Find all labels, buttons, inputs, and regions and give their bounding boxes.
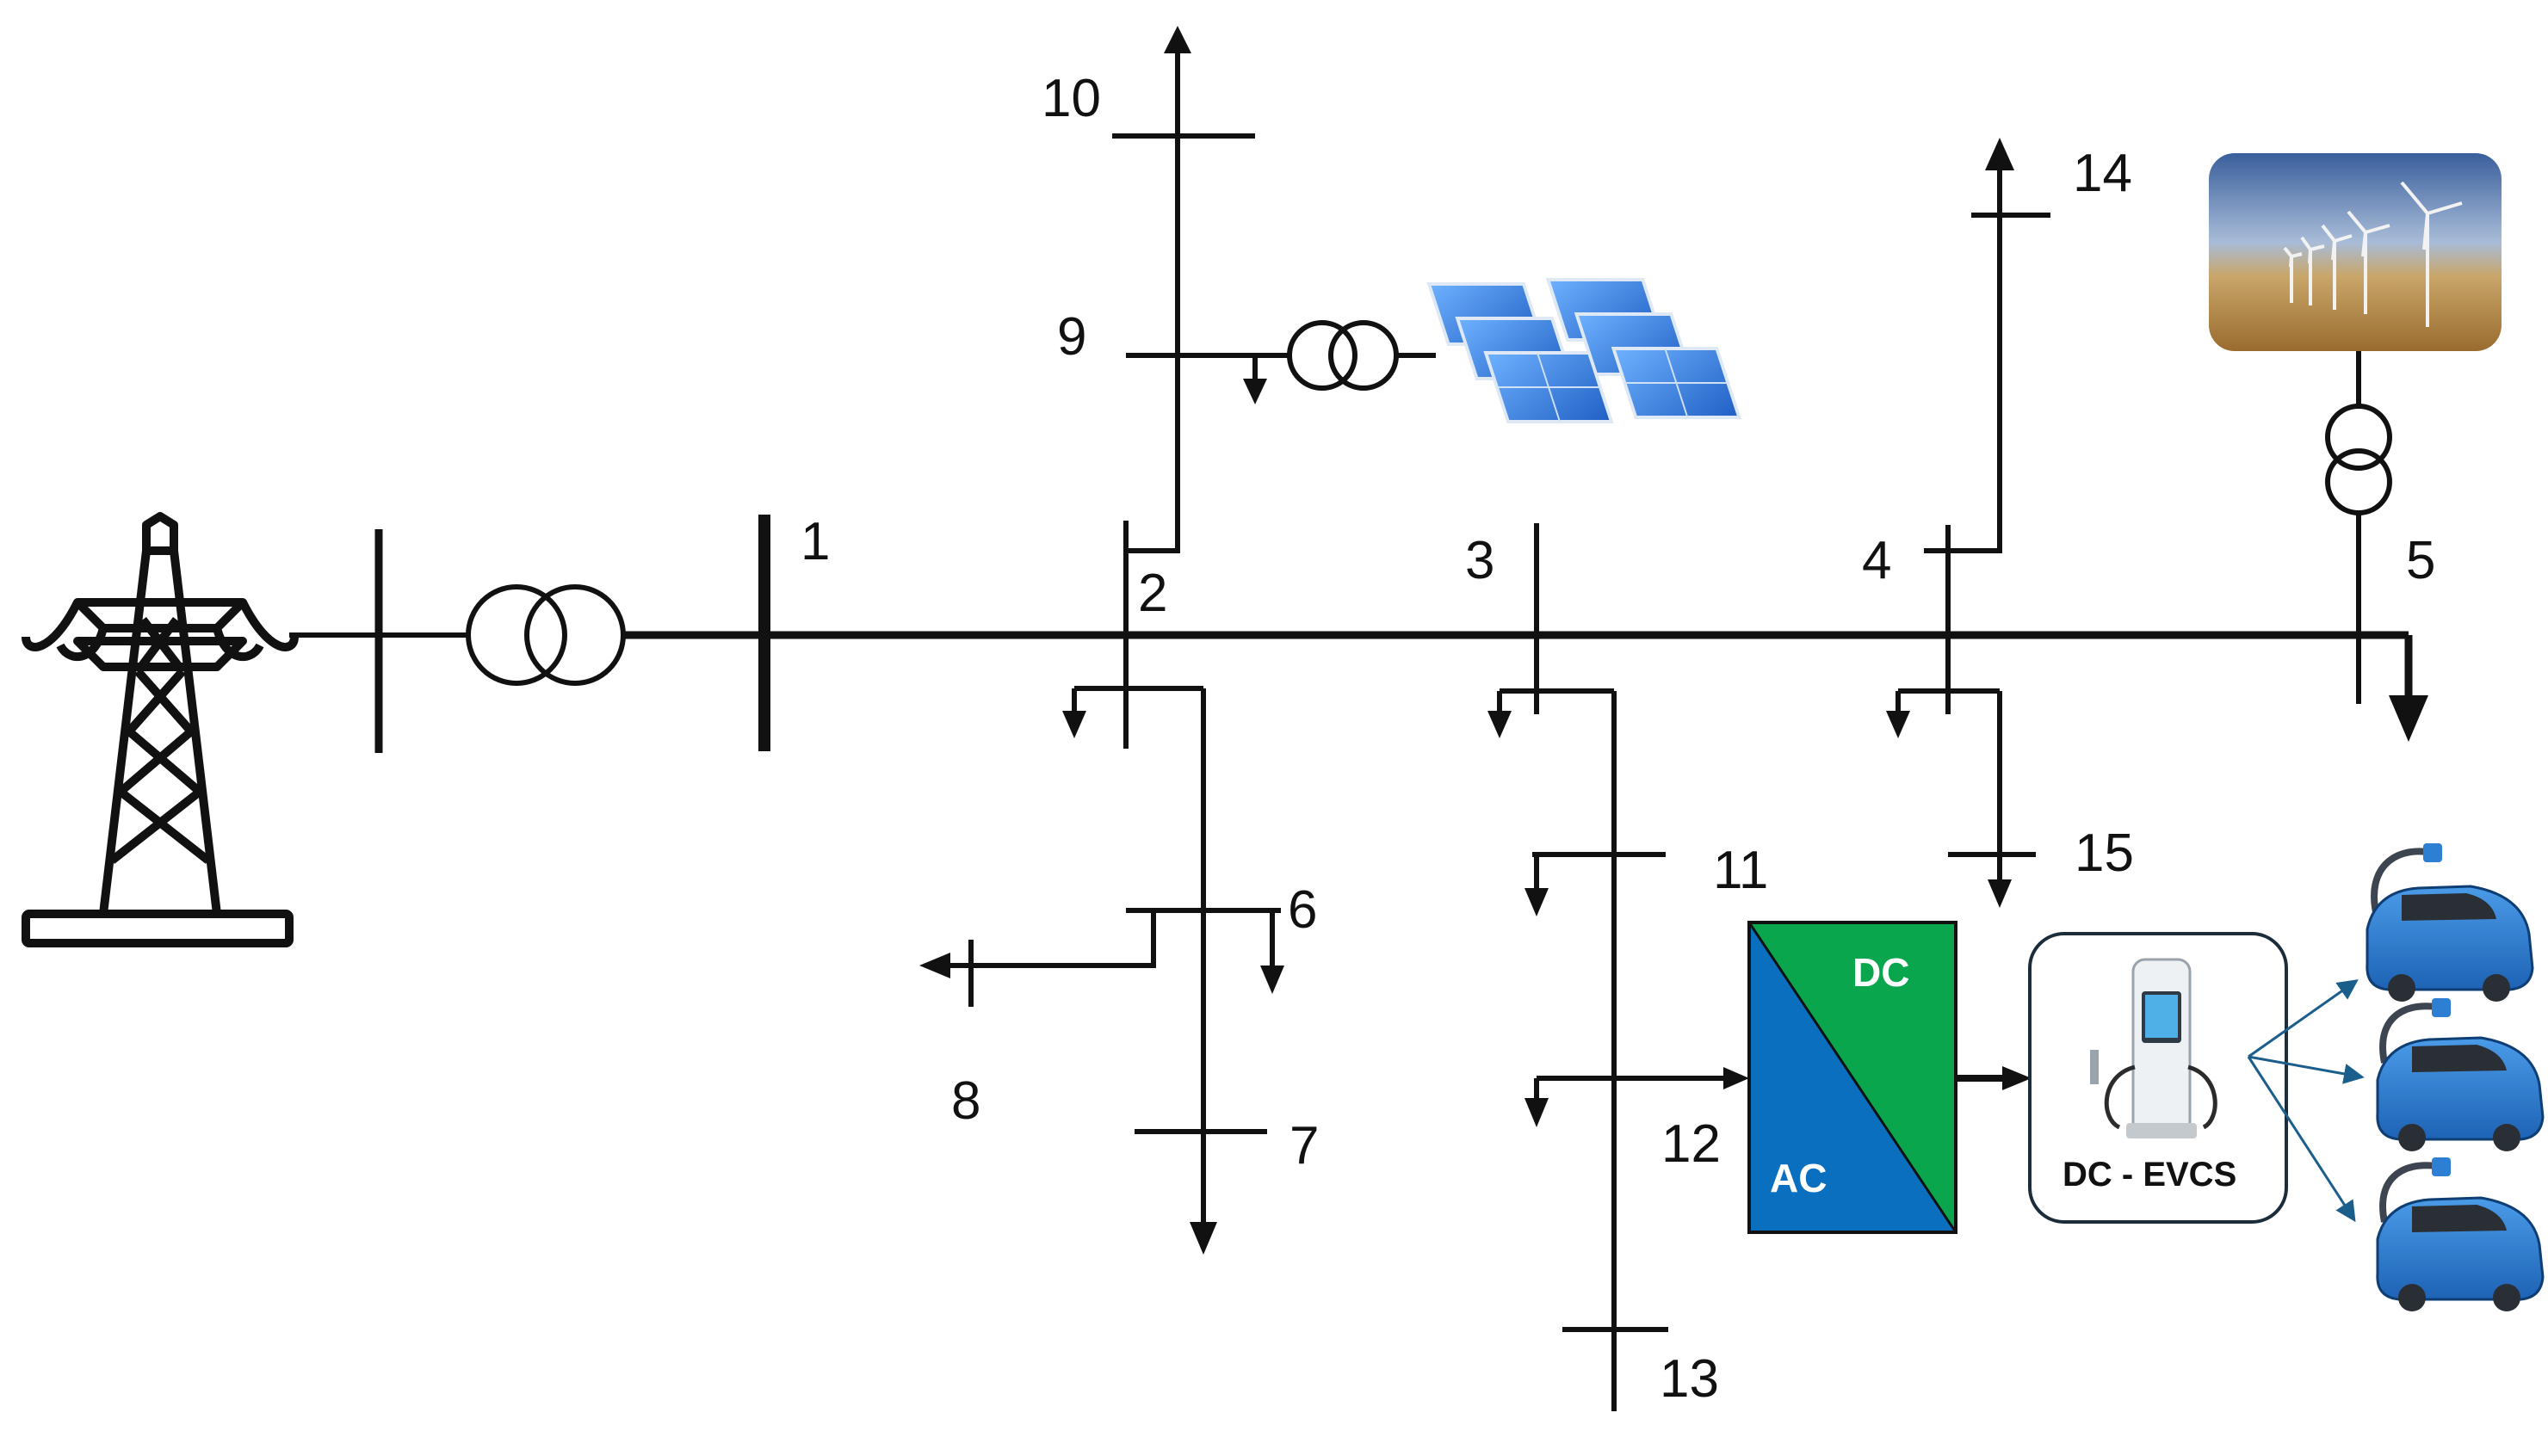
wind-farm-icon <box>2209 153 2502 351</box>
bus-label-3: 3 <box>1465 531 1494 590</box>
bus-label-1: 1 <box>801 512 830 571</box>
bus-label-2: 2 <box>1138 564 1167 623</box>
electric-car-icon <box>2366 843 2534 1002</box>
electric-car-icon <box>2376 998 2545 1151</box>
converter-ac-label: AC <box>1770 1156 1827 1200</box>
bus-label-7: 7 <box>1289 1116 1319 1175</box>
bus-label-5: 5 <box>2406 531 2435 590</box>
bus-label-15: 15 <box>2075 824 2134 883</box>
bus-label-10: 10 <box>1042 69 1101 128</box>
electric-car-icon <box>2376 1157 2545 1311</box>
bus-label-8: 8 <box>951 1071 980 1131</box>
bus-label-11: 11 <box>1713 841 1768 900</box>
transformer-icon <box>466 584 626 686</box>
transformer-icon <box>1287 320 1399 391</box>
bus-label-13: 13 <box>1660 1349 1719 1409</box>
bus-label-4: 4 <box>1862 531 1891 590</box>
ev-charger-icon: DC - EVCS <box>2028 932 2288 1224</box>
solar-panel-icon <box>1426 278 1742 423</box>
bus-label-9: 9 <box>1057 307 1086 367</box>
transmission-tower-icon <box>22 512 299 947</box>
ac-dc-converter: DC AC <box>1747 921 1957 1234</box>
bus-label-12: 12 <box>1661 1114 1721 1174</box>
bus-label-6: 6 <box>1288 880 1317 940</box>
bus-label-14: 14 <box>2073 144 2132 203</box>
transformer-icon <box>2325 404 2392 515</box>
evcs-label: DC - EVCS <box>2063 1156 2236 1194</box>
converter-dc-label: DC <box>1852 950 1909 995</box>
